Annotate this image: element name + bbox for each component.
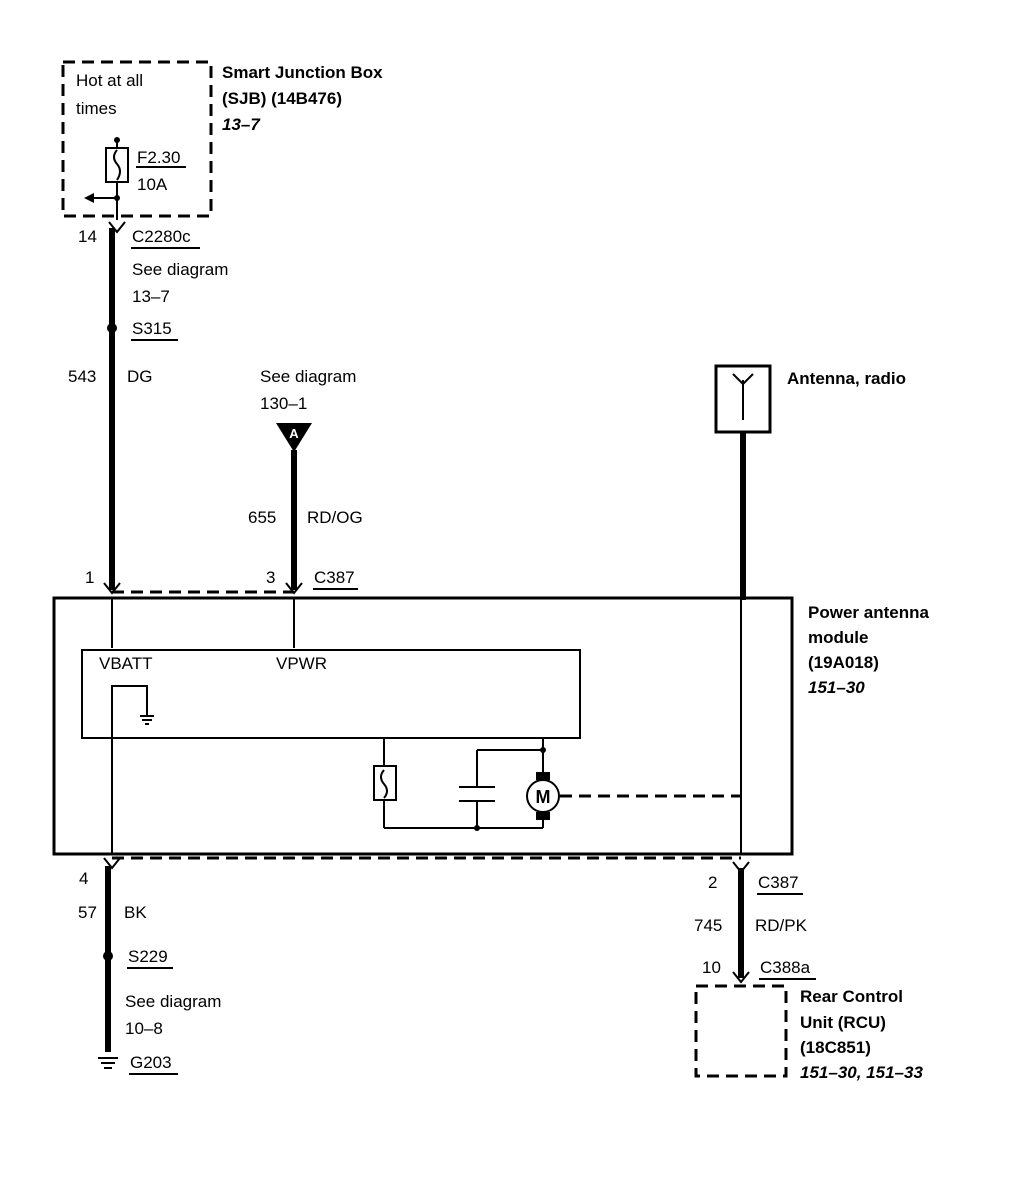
color-rdog: RD/OG [307,508,363,527]
internal-ground-icon [140,715,154,725]
motor-label: M [536,787,551,807]
connector-chevron-icon [108,221,126,234]
connector-c2280c: C2280c [132,227,191,246]
see-diagram-2-ref: 130–1 [260,394,307,413]
connector-a-marker-icon [276,423,312,452]
antenna-icon [732,373,754,420]
vbatt-label: VBATT [99,654,153,673]
circuit-543: 543 [68,367,96,386]
see-diagram-3-ref: 10–8 [125,1019,163,1038]
ground-g203: G203 [130,1053,172,1072]
see-diagram-1: See diagram [132,260,228,279]
pin-1: 1 [85,568,94,587]
sjb-ref: 13–7 [222,115,261,134]
color-rdpk: RD/PK [755,916,808,935]
pin-14: 14 [78,227,97,246]
module-title-line2: module [808,628,868,647]
module-part: (19A018) [808,653,879,672]
color-bk: BK [124,903,147,922]
rcu-dashed-box [694,984,788,1078]
circuit-57: 57 [78,903,97,922]
sjb-title-line1: Smart Junction Box [222,63,383,82]
see-diagram-1-ref: 13–7 [132,287,170,306]
color-dg: DG [127,367,153,386]
splice-s315: S315 [132,319,172,338]
splice-s229-dot [103,951,113,961]
splice-s229: S229 [128,947,168,966]
fuse-id: F2.30 [137,148,180,167]
splice-s315-dot [107,323,117,333]
control-circuit-box [81,649,581,739]
sjb-title-line2: (SJB) (14B476) [222,89,342,108]
see-diagram-3: See diagram [125,992,221,1011]
module-title-line1: Power antenna [808,603,929,622]
ground-icon [98,1057,118,1069]
rcu-part: (18C851) [800,1038,871,1057]
circuit-745: 745 [694,916,722,935]
rcu-ref: 151–30, 151–33 [800,1063,923,1082]
see-diagram-2: See diagram [260,367,356,386]
sjb-hot-line2: times [76,99,117,118]
rcu-title-line2: Unit (RCU) [800,1013,886,1032]
antenna-label: Antenna, radio [787,369,906,388]
marker-a: A [289,426,299,441]
pin-2: 2 [708,873,717,892]
connector-c388a: C388a [760,958,811,977]
pin-4: 4 [79,869,88,888]
module-box [52,596,794,856]
circuit-655: 655 [248,508,276,527]
sjb-hot-line1: Hot at all [76,71,143,90]
rcu-title-line1: Rear Control [800,987,903,1006]
vpwr-label: VPWR [276,654,327,673]
pin-10: 10 [702,958,721,977]
pin-3: 3 [266,568,275,587]
module-ref: 151–30 [808,678,865,697]
connector-c387-bottom: C387 [758,873,799,892]
fuse-rating: 10A [137,175,168,194]
connector-c387-top: C387 [314,568,355,587]
